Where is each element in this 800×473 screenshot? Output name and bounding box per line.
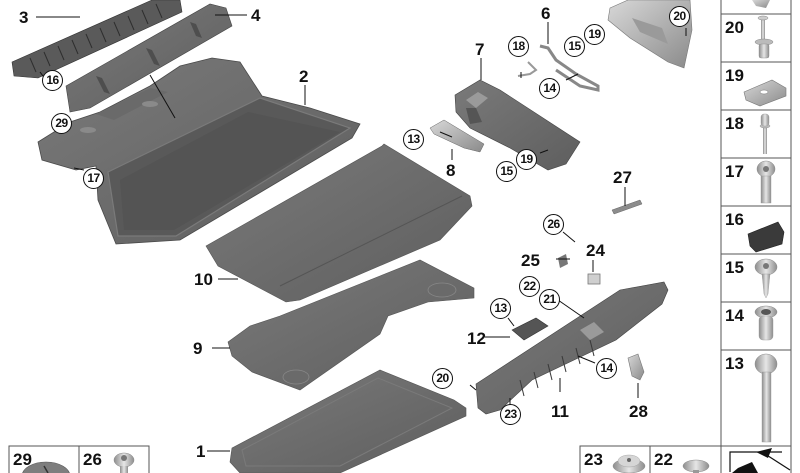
blind-rivet-icon <box>759 113 771 154</box>
circled-callout-17: 17 <box>83 168 104 189</box>
legend-number-18: 18 <box>725 114 744 133</box>
legend-number-15: 15 <box>725 258 744 277</box>
hex-screw-icon <box>113 452 135 473</box>
spring-nut-icon <box>743 79 787 107</box>
part-12-grille <box>511 317 549 341</box>
direction-arrow-icon <box>729 448 791 473</box>
part-9-floor-panel <box>227 259 475 391</box>
round-cap-icon <box>22 461 70 473</box>
circled-callout-13-bottom: 13 <box>490 298 511 319</box>
parts-legend-grid <box>8 0 792 473</box>
legend-number-22: 22 <box>654 450 673 469</box>
part-25-clip <box>558 254 568 268</box>
plastic-clip-icon <box>747 221 785 253</box>
circled-callout-16: 16 <box>42 70 63 91</box>
legend-number-17: 17 <box>725 162 744 181</box>
legend-number-14: 14 <box>725 306 744 325</box>
part-11-sill-trim <box>475 281 669 415</box>
part-27-pad <box>611 199 643 215</box>
expanding-rivet-icon <box>754 15 774 59</box>
part-6-bracket <box>517 44 600 92</box>
callout-8: 8 <box>446 161 456 180</box>
callout-3: 3 <box>19 8 29 27</box>
legend-number-13: 13 <box>725 354 744 373</box>
circled-callout-22: 22 <box>519 276 540 297</box>
part-8-bracket <box>429 119 485 153</box>
circled-callout-14-top: 14 <box>539 78 560 99</box>
callout-24: 24 <box>586 241 605 260</box>
callout-27: 27 <box>613 168 632 187</box>
legend-number-26: 26 <box>83 450 102 469</box>
leader-lines <box>36 14 687 452</box>
part-10-cover <box>205 143 473 303</box>
callout-4: 4 <box>251 6 261 25</box>
callout-9: 9 <box>193 339 203 358</box>
part-1-trunk-mat <box>229 369 467 473</box>
callout-1: 1 <box>196 442 206 461</box>
part-3-carrier <box>11 0 183 79</box>
callout-10: 10 <box>194 270 213 289</box>
callout-7: 7 <box>475 40 485 59</box>
torx-screw-icon <box>756 160 776 204</box>
circled-callout-26: 26 <box>543 214 564 235</box>
legend-number-19: 19 <box>725 66 744 85</box>
callout-12: 12 <box>467 329 486 348</box>
circled-callout-18: 18 <box>508 36 529 57</box>
callout-2: 2 <box>299 67 309 86</box>
part-7-side-trim <box>454 79 581 171</box>
circled-callout-15-top: 15 <box>564 36 585 57</box>
callout-28: 28 <box>629 402 648 421</box>
circled-callout-13-top: 13 <box>403 129 424 150</box>
legend-number-20: 20 <box>725 18 744 37</box>
rivet-nut-icon <box>754 305 778 341</box>
part-2-trunk-floor <box>37 57 361 245</box>
push-rivet-icon <box>682 459 710 473</box>
legend-number-16: 16 <box>725 210 744 229</box>
part-4-trim <box>65 3 233 113</box>
circled-callout-15-mid: 15 <box>496 161 517 182</box>
long-bolt-icon <box>754 353 778 443</box>
circled-callout-20-top: 20 <box>669 6 690 27</box>
clip-icon <box>752 0 770 8</box>
part-28-bracket <box>627 353 645 381</box>
legend-number-29: 29 <box>13 450 32 469</box>
circled-callout-19-top: 19 <box>584 24 605 45</box>
circled-callout-14-bottom: 14 <box>596 358 617 379</box>
callout-11: 11 <box>551 402 569 421</box>
part-24-clip <box>587 273 601 285</box>
circled-callout-20-bottom: 20 <box>432 368 453 389</box>
callout-6: 6 <box>541 4 551 23</box>
circled-callout-21: 21 <box>539 289 560 310</box>
tapping-screw-icon <box>754 258 778 299</box>
callout-25: 25 <box>521 251 540 270</box>
legend-number-23: 23 <box>584 450 603 469</box>
circled-callout-19-mid: 19 <box>516 149 537 170</box>
rubber-buffer-icon <box>612 454 646 473</box>
circled-callout-29: 29 <box>51 113 72 134</box>
circled-callout-23: 23 <box>500 404 521 425</box>
